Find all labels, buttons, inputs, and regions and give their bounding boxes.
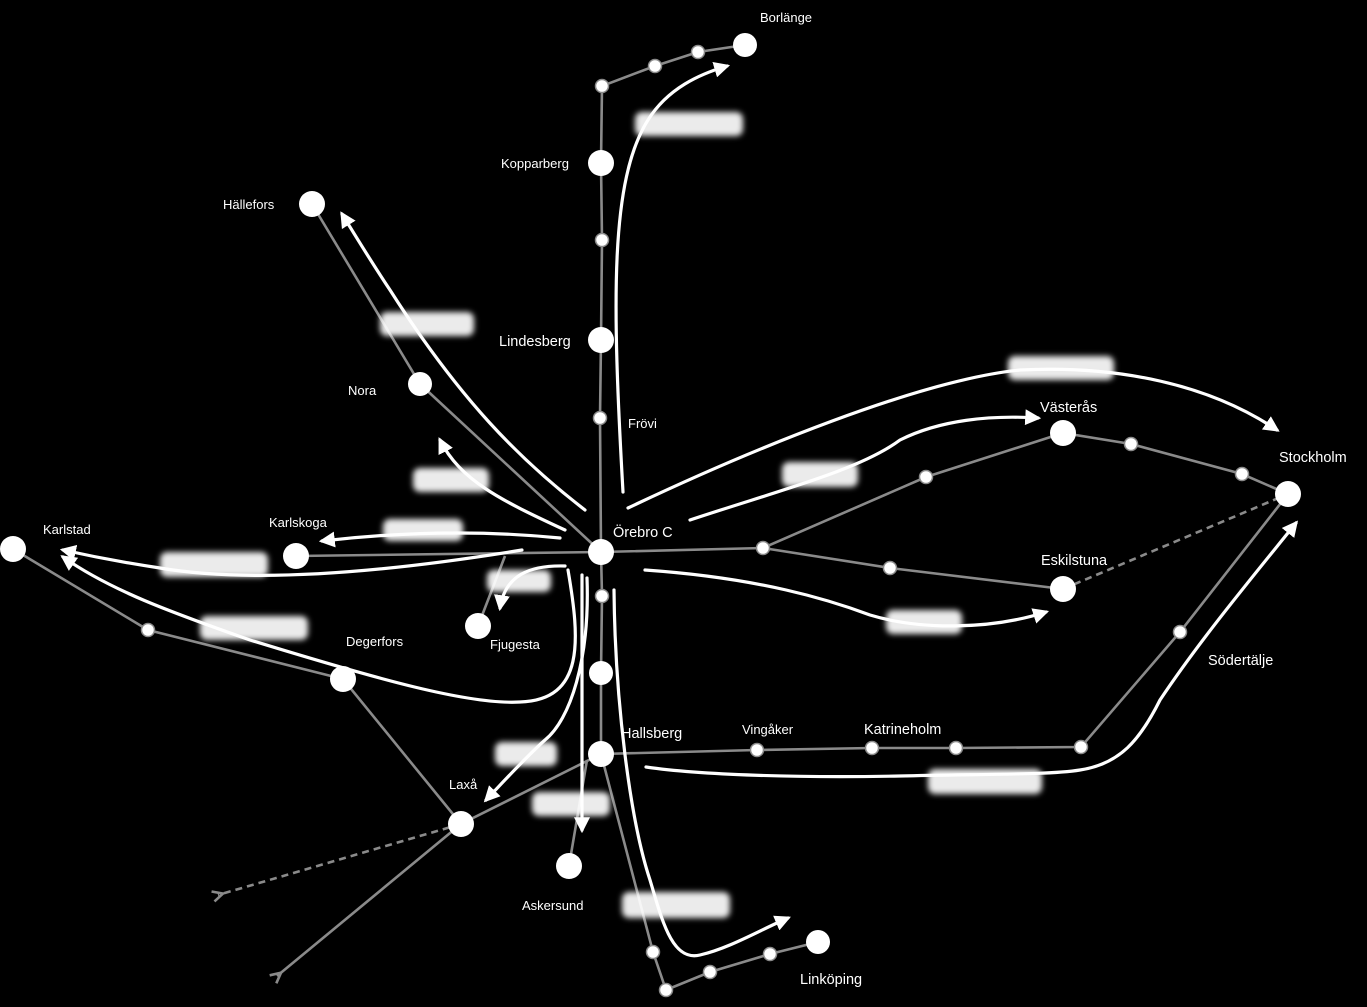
stop-south-1 bbox=[594, 588, 610, 604]
label-fjugesta: Fjugesta bbox=[490, 637, 541, 652]
blurred-label-hallefors bbox=[380, 312, 474, 336]
label-vasteras: Västerås bbox=[1040, 400, 1097, 416]
stop-east-2 bbox=[918, 469, 934, 485]
stop-east-1 bbox=[755, 540, 771, 556]
blurred-label-laxa bbox=[495, 742, 557, 766]
route-vasteras bbox=[688, 409, 1042, 522]
label-karlstad: Karlstad bbox=[43, 522, 91, 537]
blurred-label-vasteras bbox=[782, 462, 858, 487]
label-orebro: Örebro C bbox=[613, 523, 673, 541]
station-sodertalje bbox=[1172, 624, 1188, 640]
blurred-label-karlstad bbox=[160, 552, 268, 577]
blurred-label-linkoping bbox=[622, 892, 730, 918]
label-laxa: Laxå bbox=[449, 777, 478, 792]
station-nora bbox=[408, 372, 432, 396]
station-kopparberg bbox=[588, 150, 614, 176]
rail-line-eskilstuna bbox=[762, 546, 1064, 591]
station-katrineholm bbox=[864, 740, 880, 756]
blurred-label-sodertalje bbox=[928, 769, 1042, 794]
label-linkoping: Linköping bbox=[800, 972, 862, 988]
stop-linkoping-4 bbox=[762, 946, 778, 962]
stop-east-7 bbox=[1073, 739, 1089, 755]
route-stockholm bbox=[626, 367, 1280, 510]
route-eskilstuna bbox=[643, 568, 1050, 628]
route-sodertalje bbox=[644, 520, 1299, 779]
station-vasteras bbox=[1050, 420, 1076, 446]
label-eskilstuna: Eskilstuna bbox=[1041, 553, 1108, 569]
station-frovi bbox=[592, 410, 608, 426]
route-degerfors-loop bbox=[60, 555, 577, 704]
label-nora: Nora bbox=[348, 383, 377, 398]
route-borlange bbox=[614, 61, 731, 494]
route-hallefors bbox=[340, 211, 587, 512]
label-hallsberg: Hallsberg bbox=[621, 726, 682, 742]
station-karlskoga bbox=[283, 543, 309, 569]
station-lindesberg bbox=[588, 327, 614, 353]
label-karlskoga: Karlskoga bbox=[269, 515, 328, 530]
station-fjugesta bbox=[465, 613, 491, 639]
station-vingaker bbox=[749, 742, 765, 758]
station-linkoping bbox=[806, 930, 830, 954]
stop-linkoping-2 bbox=[658, 982, 674, 998]
rail-line-karlstad bbox=[12, 547, 463, 825]
rail-line-vasteras bbox=[600, 431, 1289, 554]
stop-east-3 bbox=[1123, 436, 1139, 452]
stop-north-2 bbox=[647, 58, 663, 74]
rail-lines bbox=[12, 43, 1290, 992]
label-borlange: Borlänge bbox=[760, 10, 812, 25]
route-laxa bbox=[483, 576, 589, 803]
station-karlstad bbox=[0, 536, 26, 562]
blurred-label-stockholm bbox=[1008, 356, 1114, 380]
rail-line-south bbox=[599, 551, 604, 754]
rail-line-hallefors bbox=[310, 203, 602, 553]
stop-linkoping-1 bbox=[645, 944, 661, 960]
label-degerfors: Degerfors bbox=[346, 634, 404, 649]
blurred-label-degerfors bbox=[200, 616, 308, 640]
stop-east-5 bbox=[882, 560, 898, 576]
label-hallefors: Hällefors bbox=[223, 197, 275, 212]
station-degerfors bbox=[330, 666, 356, 692]
station-eskilstuna bbox=[1050, 576, 1076, 602]
station-borlange bbox=[733, 33, 757, 57]
label-frovi: Frövi bbox=[628, 416, 657, 431]
station-orebro bbox=[588, 539, 614, 565]
station-hallsberg bbox=[588, 741, 614, 767]
stop-north-4 bbox=[594, 232, 610, 248]
station-markers bbox=[0, 33, 1301, 998]
rail-line-southwest bbox=[277, 752, 602, 976]
label-lindesberg: Lindesberg bbox=[499, 334, 571, 350]
stop-north-1 bbox=[594, 78, 610, 94]
label-kopparberg: Kopparberg bbox=[501, 156, 569, 171]
station-labels: Borlänge Kopparberg Hällefors Lindesberg… bbox=[43, 10, 1347, 988]
blurred-label-borlange bbox=[635, 112, 743, 136]
stop-east-6 bbox=[948, 740, 964, 756]
stop-west-1 bbox=[140, 622, 156, 638]
rail-line-southwest-dashed bbox=[218, 822, 462, 895]
label-sodertalje: Södertälje bbox=[1208, 653, 1273, 669]
stop-linkoping-3 bbox=[702, 964, 718, 980]
blurred-label-karlskoga bbox=[383, 519, 463, 541]
station-stockholm bbox=[1275, 481, 1301, 507]
blurred-label-eskilstuna bbox=[886, 610, 962, 634]
rail-line-karlskoga bbox=[295, 550, 602, 558]
blurred-route-labels bbox=[160, 112, 1114, 918]
label-stockholm: Stockholm bbox=[1279, 450, 1347, 466]
label-vingaker: Vingåker bbox=[742, 722, 794, 737]
station-hallefors bbox=[299, 191, 325, 217]
stop-north-3 bbox=[690, 44, 706, 60]
station-laxa bbox=[448, 811, 474, 837]
label-askersund: Askersund bbox=[522, 898, 583, 913]
label-katrineholm: Katrineholm bbox=[864, 722, 941, 738]
stop-east-4 bbox=[1234, 466, 1250, 482]
station-askersund bbox=[556, 853, 582, 879]
blurred-label-askersund bbox=[532, 792, 610, 816]
rail-line-eskilstuna-stockholm bbox=[1062, 492, 1289, 591]
blurred-label-fjugesta bbox=[487, 570, 551, 592]
rail-line-linkoping bbox=[599, 753, 819, 992]
blurred-label-nora bbox=[413, 468, 489, 492]
station-unnamed-south bbox=[589, 661, 613, 685]
